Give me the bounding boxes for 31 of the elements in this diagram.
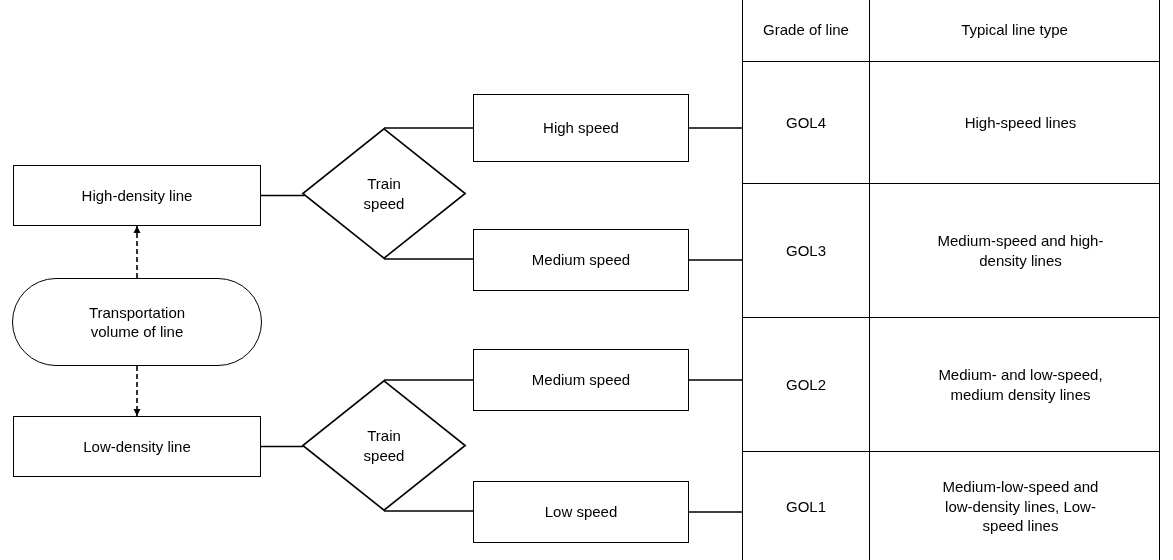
connector-line	[688, 379, 743, 381]
table-cell: Typical line type	[870, 0, 1160, 62]
table-cell: GOL3	[742, 184, 870, 318]
table-cell: GOL2	[742, 318, 870, 452]
process-box: Low-density line	[13, 416, 261, 477]
table-cell: Medium-speed and high-density lines	[870, 184, 1160, 318]
process-box: Medium speed	[473, 229, 689, 291]
connector-line	[688, 127, 743, 129]
connector-line	[383, 127, 474, 129]
table-cell: Grade of line	[742, 0, 870, 62]
process-box: Medium speed	[473, 349, 689, 411]
table-cell: Medium-low-speed and low-density lines, Low-speed lines	[870, 452, 1160, 560]
table-cell: Medium- and low-speed, medium density lines	[870, 318, 1160, 452]
terminal-box: Transportation volume of line	[12, 278, 262, 366]
table-cell: GOL1	[742, 452, 870, 560]
arrow	[133, 225, 141, 279]
connector-line	[260, 194, 306, 197]
process-box: High speed	[473, 94, 689, 162]
connector-line	[383, 510, 474, 512]
table-cell: GOL4	[742, 62, 870, 184]
decision-label: Train speed	[362, 174, 406, 213]
connector-line	[688, 259, 743, 261]
connector-line	[383, 258, 474, 260]
process-box: Low speed	[473, 481, 689, 543]
arrow	[133, 365, 141, 417]
process-box: High-density line	[13, 165, 261, 226]
connector-line	[383, 379, 474, 381]
decision-label: Train speed	[362, 426, 406, 465]
connector-line	[260, 445, 305, 448]
table-cell: High-speed lines	[870, 62, 1160, 184]
connector-line	[688, 511, 743, 513]
